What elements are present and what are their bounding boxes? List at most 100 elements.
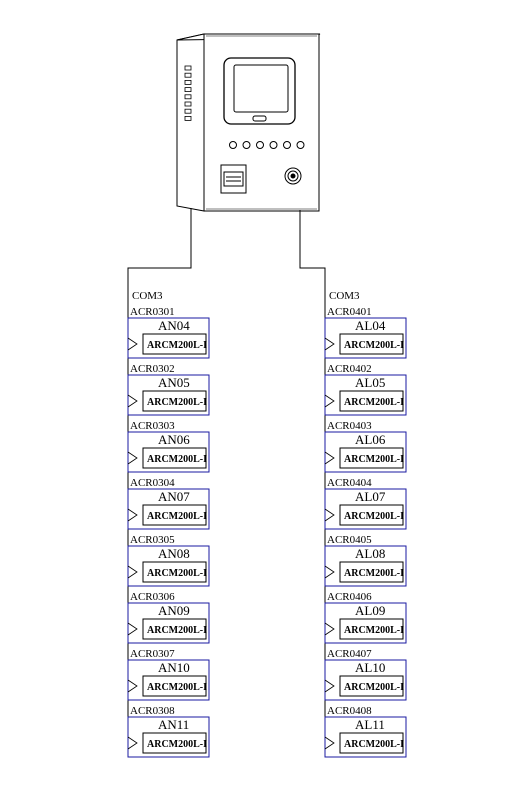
device-model: ARCM200L-I: [147, 454, 207, 465]
connector-arrow-icon: [127, 565, 138, 579]
meter-name: AL08: [355, 546, 385, 561]
meter-address: ACR0405: [327, 534, 372, 546]
indicator-light: [184, 65, 192, 71]
panel-button[interactable]: [229, 141, 237, 149]
indicator-light: [184, 108, 192, 114]
device-box: [339, 390, 404, 412]
right-com-label: COM3: [329, 290, 360, 302]
device-model: ARCM200L-I: [344, 568, 404, 579]
device-model: ARCM200L-I: [147, 739, 207, 750]
connector-arrow-icon: [127, 622, 138, 636]
device-box: [142, 618, 207, 640]
panel-button[interactable]: [283, 141, 291, 149]
meter-name: AL09: [355, 603, 385, 618]
device-model: ARCM200L-I: [147, 682, 207, 693]
meter-address: ACR0308: [130, 705, 175, 717]
meter-address: ACR0304: [130, 477, 175, 489]
device-box: [339, 675, 404, 697]
meter-name: AL04: [355, 318, 386, 333]
device-box: [339, 618, 404, 640]
device-model: ARCM200L-I: [147, 568, 207, 579]
device-box: [339, 561, 404, 583]
device-model: ARCM200L-I: [344, 340, 404, 351]
connector-arrow-icon: [127, 451, 138, 465]
connector-arrow-icon: [324, 337, 335, 351]
device-model: ARCM200L-I: [147, 511, 207, 522]
device-box: [142, 675, 207, 697]
connector-arrow-icon: [324, 622, 335, 636]
device-model: ARCM200L-I: [344, 682, 404, 693]
control-cabinet: [176, 33, 321, 212]
meter-address: ACR0406: [327, 591, 372, 603]
connector-arrow-icon: [127, 508, 138, 522]
meter-name: AL11: [355, 717, 385, 732]
meter-address: ACR0301: [130, 306, 175, 318]
indicator-light: [184, 94, 192, 100]
meter-name: AN09: [158, 603, 190, 618]
left-com-label: COM3: [132, 290, 163, 302]
meter-address: ACR0404: [327, 477, 372, 489]
right-bus-line: [299, 210, 326, 750]
front-button-row: [229, 141, 305, 149]
right-meter-column: ACR0401AL04ARCM200L-IACR0402AL05ARCM200L…: [324, 306, 407, 758]
meter-name: AN08: [158, 546, 190, 561]
device-box: [339, 732, 404, 754]
device-box: [339, 504, 404, 526]
meter-name: AL07: [355, 489, 386, 504]
indicator-light: [184, 87, 192, 92]
indicator-light: [184, 101, 192, 107]
panel-button[interactable]: [269, 141, 278, 149]
meter-name: AL06: [355, 432, 386, 447]
device-box: [339, 447, 404, 469]
indicator-light: [184, 72, 192, 78]
cabinet-front-panel: [203, 33, 320, 212]
device-model: ARCM200L-I: [344, 397, 404, 408]
panel-button[interactable]: [256, 141, 264, 149]
panel-button[interactable]: [242, 141, 251, 149]
meter-name: AL05: [355, 375, 385, 390]
connector-arrow-icon: [324, 508, 335, 522]
indicator-light: [184, 116, 192, 121]
device-box: [142, 732, 207, 754]
rotary-knob-icon: [284, 167, 302, 185]
meter-name: AN11: [158, 717, 189, 732]
device-model: ARCM200L-I: [147, 625, 207, 636]
indicator-light: [184, 80, 192, 85]
device-box: [339, 333, 404, 355]
meter-name: AL10: [355, 660, 385, 675]
connector-arrow-icon: [127, 337, 138, 351]
meter-name: AN06: [158, 432, 190, 447]
meter-name: AN04: [158, 318, 190, 333]
meter-name: AN10: [158, 660, 190, 675]
device-box: [142, 390, 207, 412]
power-switch-icon: [220, 164, 247, 194]
device-model: ARCM200L-I: [344, 454, 404, 465]
device-box: [142, 561, 207, 583]
meter-address: ACR0306: [130, 591, 175, 603]
side-indicator-lights: [184, 65, 192, 121]
device-box: [142, 333, 207, 355]
meter-address: ACR0403: [327, 420, 372, 432]
device-model: ARCM200L-I: [344, 739, 404, 750]
cabinet-side-panel: [176, 33, 205, 212]
meter-address: ACR0303: [130, 420, 175, 432]
meter-name: AN07: [158, 489, 190, 504]
meter-address: ACR0402: [327, 363, 372, 375]
meter-address: ACR0401: [327, 306, 372, 318]
screen-tab: [252, 115, 267, 122]
device-box: [142, 504, 207, 526]
panel-button[interactable]: [296, 141, 305, 149]
